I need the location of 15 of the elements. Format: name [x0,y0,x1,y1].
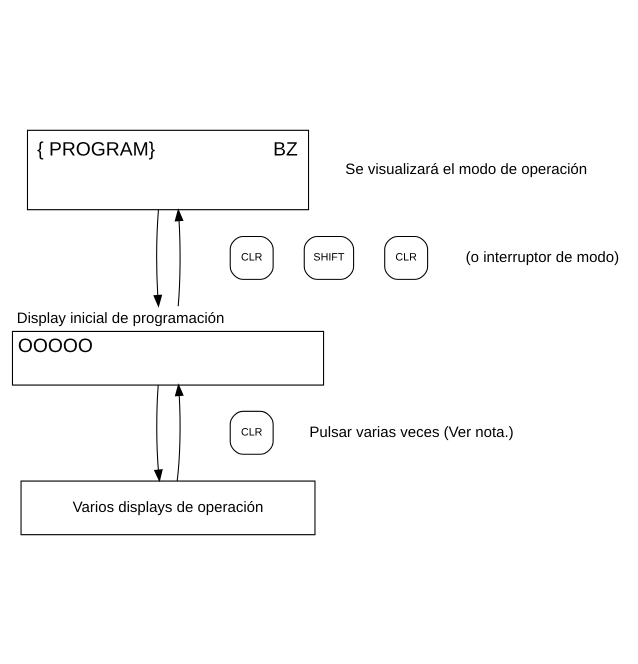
node-box: CLR [230,235,274,280]
node-box: CLR [384,235,428,280]
node-box: { PROGRAM} BZ [26,129,310,210]
arrow [174,382,184,480]
arrow [154,384,163,482]
arrow [153,209,162,308]
node-box: CLR [230,410,274,454]
node-label: Se visualizará el modo de operación [345,160,588,178]
label: (o interruptor de modo) [466,248,620,266]
node-label: Display inicial de programación [16,310,224,327]
node-box: OOOOO [12,330,324,386]
arrow [174,208,184,306]
node-box: SHIFT [304,235,354,280]
node-box: Varios displays de operación [20,480,316,535]
label: Pulsar varias veces (Ver nota.) [309,423,514,440]
